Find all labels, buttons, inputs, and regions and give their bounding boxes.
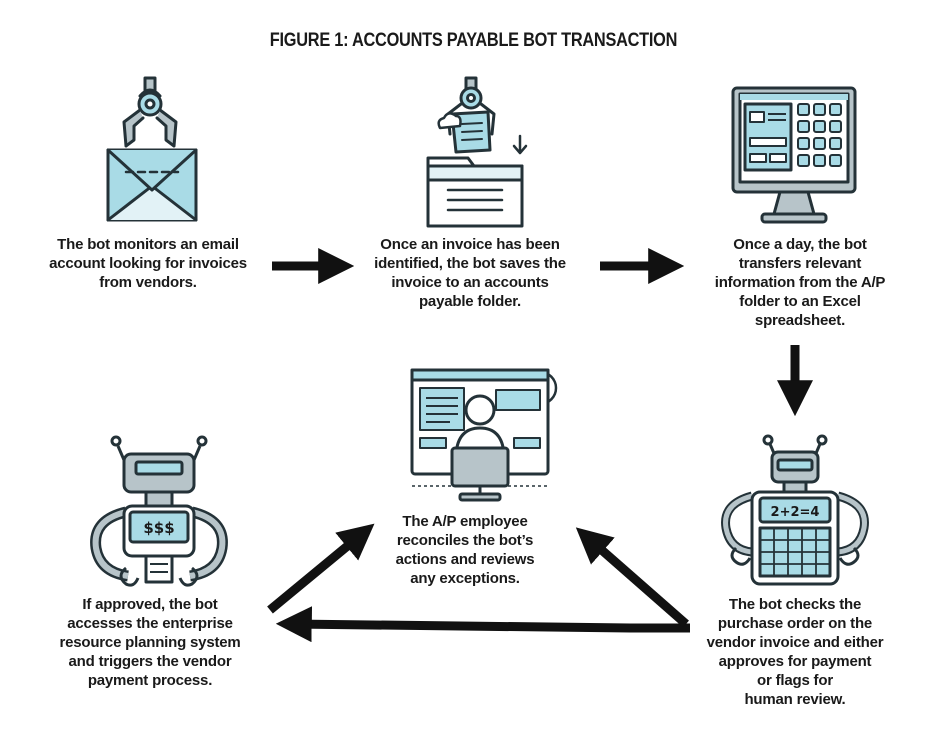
- monitor-spreadsheet-icon: [731, 86, 857, 224]
- caption-line: vendor invoice and either: [706, 634, 884, 651]
- caption-line: payment process.: [87, 672, 213, 689]
- step-6-caption: If approved, the bot accesses the enterp…: [45, 595, 255, 690]
- caption-line: The bot monitors an email: [57, 236, 239, 253]
- caption-line: and triggers the vendor: [68, 653, 232, 670]
- caption-line: actions and reviews: [395, 551, 535, 568]
- robot-claw-email-icon: [106, 76, 198, 222]
- caption-line: or flags for: [757, 672, 833, 689]
- step-2-caption: Once an invoice has been identified, the…: [350, 235, 590, 311]
- caption-line: transfers relevant: [738, 255, 862, 272]
- caption-line: from vendors.: [99, 274, 197, 291]
- caption-line: Once a day, the bot: [733, 236, 867, 253]
- step-1-caption: The bot monitors an email account lookin…: [28, 235, 268, 292]
- robot-claw-folder-icon: [426, 76, 528, 228]
- caption-line: invoice to an accounts: [391, 274, 549, 291]
- caption-line: Once an invoice has been: [380, 236, 560, 253]
- caption-line: spreadsheet.: [754, 312, 846, 329]
- caption-line: The bot checks the: [728, 596, 862, 613]
- step-5-caption: The A/P employee reconciles the bot’s ac…: [360, 512, 570, 588]
- caption-line: human review.: [744, 691, 846, 708]
- caption-line: folder to an Excel: [739, 293, 861, 310]
- robot-calculator-icon: [721, 434, 869, 586]
- flow-arrows: [267, 248, 813, 643]
- employee-computer-icon: [410, 368, 558, 502]
- caption-line: information from the A/P: [714, 274, 886, 291]
- caption-line: accesses the enterprise: [67, 615, 233, 632]
- caption-line: any exceptions.: [410, 570, 520, 587]
- caption-line: resource planning system: [59, 634, 241, 651]
- arrow-step6-to-step5: [267, 523, 375, 614]
- step-3-caption: Once a day, the bot transfers relevant i…: [690, 235, 910, 330]
- caption-line: payable folder.: [418, 293, 522, 310]
- payment-screen-text: $$$: [143, 519, 174, 537]
- caption-line: approves for payment: [718, 653, 872, 670]
- arrow-step4-to-step5: [575, 527, 689, 628]
- caption-line: identified, the bot saves the: [374, 255, 566, 272]
- caption-line: reconciles the bot’s: [396, 532, 534, 549]
- robot-payment-icon: [90, 435, 228, 587]
- step-4-caption: The bot checks the purchase order on the…: [680, 595, 910, 709]
- arrow-step4-to-step6: [275, 606, 690, 643]
- caption-line: account looking for invoices: [49, 255, 247, 272]
- caption-line: If approved, the bot: [82, 596, 218, 613]
- calculator-screen-text: 2+2=4: [771, 505, 820, 520]
- caption-line: purchase order on the: [717, 615, 873, 632]
- caption-line: The A/P employee: [402, 513, 528, 530]
- figure-title: FIGURE 1: ACCOUNTS PAYABLE BOT TRANSACTI…: [269, 30, 678, 51]
